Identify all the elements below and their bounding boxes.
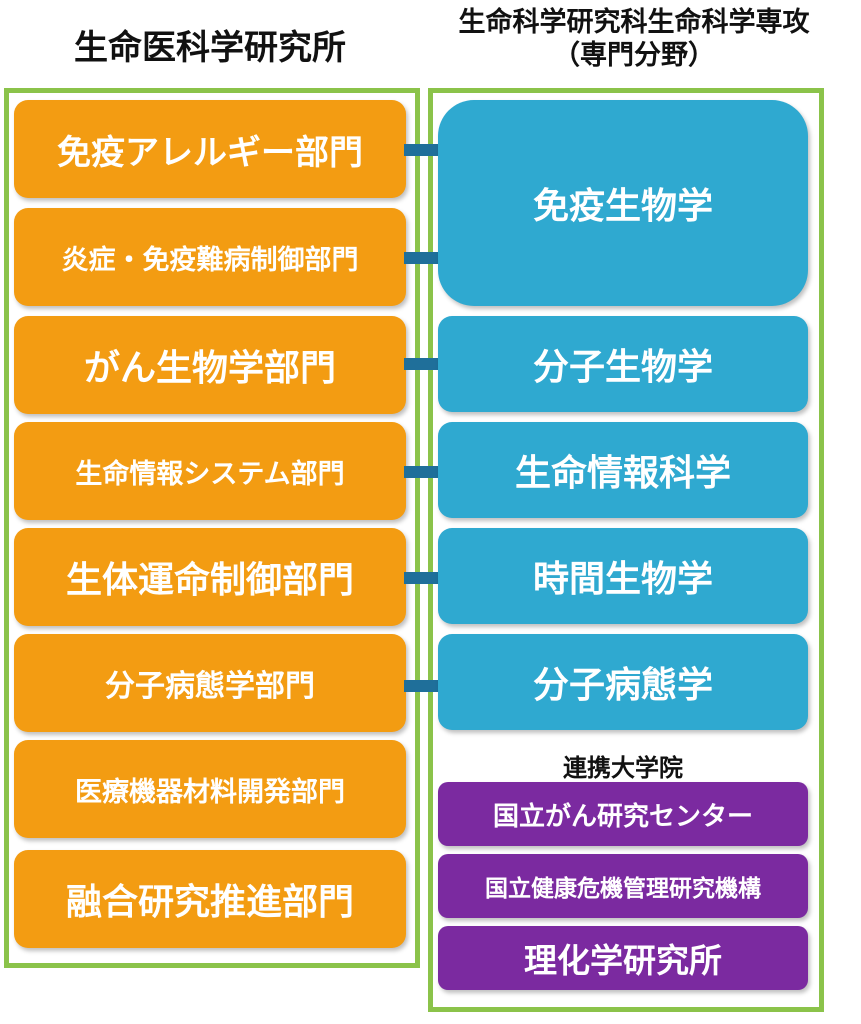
graduate-school-title-line2: （専門分野） xyxy=(553,40,715,71)
department-immunology-allergy: 免疫アレルギー部門 xyxy=(14,100,406,198)
connector-line xyxy=(404,358,440,370)
field-bioinformatics: 生命情報科学 xyxy=(438,422,808,518)
connector-line xyxy=(404,252,440,264)
field-chronobiology: 時間生物学 xyxy=(438,528,808,624)
department-cancer-biology: がん生物学部門 xyxy=(14,316,406,414)
connector-line xyxy=(404,466,440,478)
graduate-school-title: 生命科学研究科生命科学専攻 （専門分野） xyxy=(420,6,848,72)
department-bioinformatics-systems: 生命情報システム部門 xyxy=(14,422,406,520)
department-inflammation-immune-disease: 炎症・免疫難病制御部門 xyxy=(14,208,406,306)
field-immunobiology: 免疫生物学 xyxy=(438,100,808,306)
field-molecular-biology: 分子生物学 xyxy=(438,316,808,412)
graduate-school-title-line1: 生命科学研究科生命科学専攻 xyxy=(458,7,810,38)
graduate-school-frame xyxy=(428,88,824,1012)
field-molecular-pathology: 分子病態学 xyxy=(438,634,808,730)
department-medical-device-materials: 医療機器材料開発部門 xyxy=(14,740,406,838)
affiliated-health-crisis-institute: 国立健康危機管理研究機構 xyxy=(438,854,808,918)
connector-line xyxy=(404,680,440,692)
connector-line xyxy=(404,144,440,156)
department-fusion-research: 融合研究推進部門 xyxy=(14,850,406,948)
department-molecular-pathology: 分子病態学部門 xyxy=(14,634,406,732)
connector-line xyxy=(404,572,440,584)
institute-title: 生命医科学研究所 xyxy=(74,28,346,68)
department-cell-fate-control: 生体運命制御部門 xyxy=(14,528,406,626)
affiliated-riken: 理化学研究所 xyxy=(438,926,808,990)
institute-frame xyxy=(4,88,420,968)
affiliated-label: 連携大学院 xyxy=(563,754,683,782)
affiliated-cancer-center: 国立がん研究センター xyxy=(438,782,808,846)
